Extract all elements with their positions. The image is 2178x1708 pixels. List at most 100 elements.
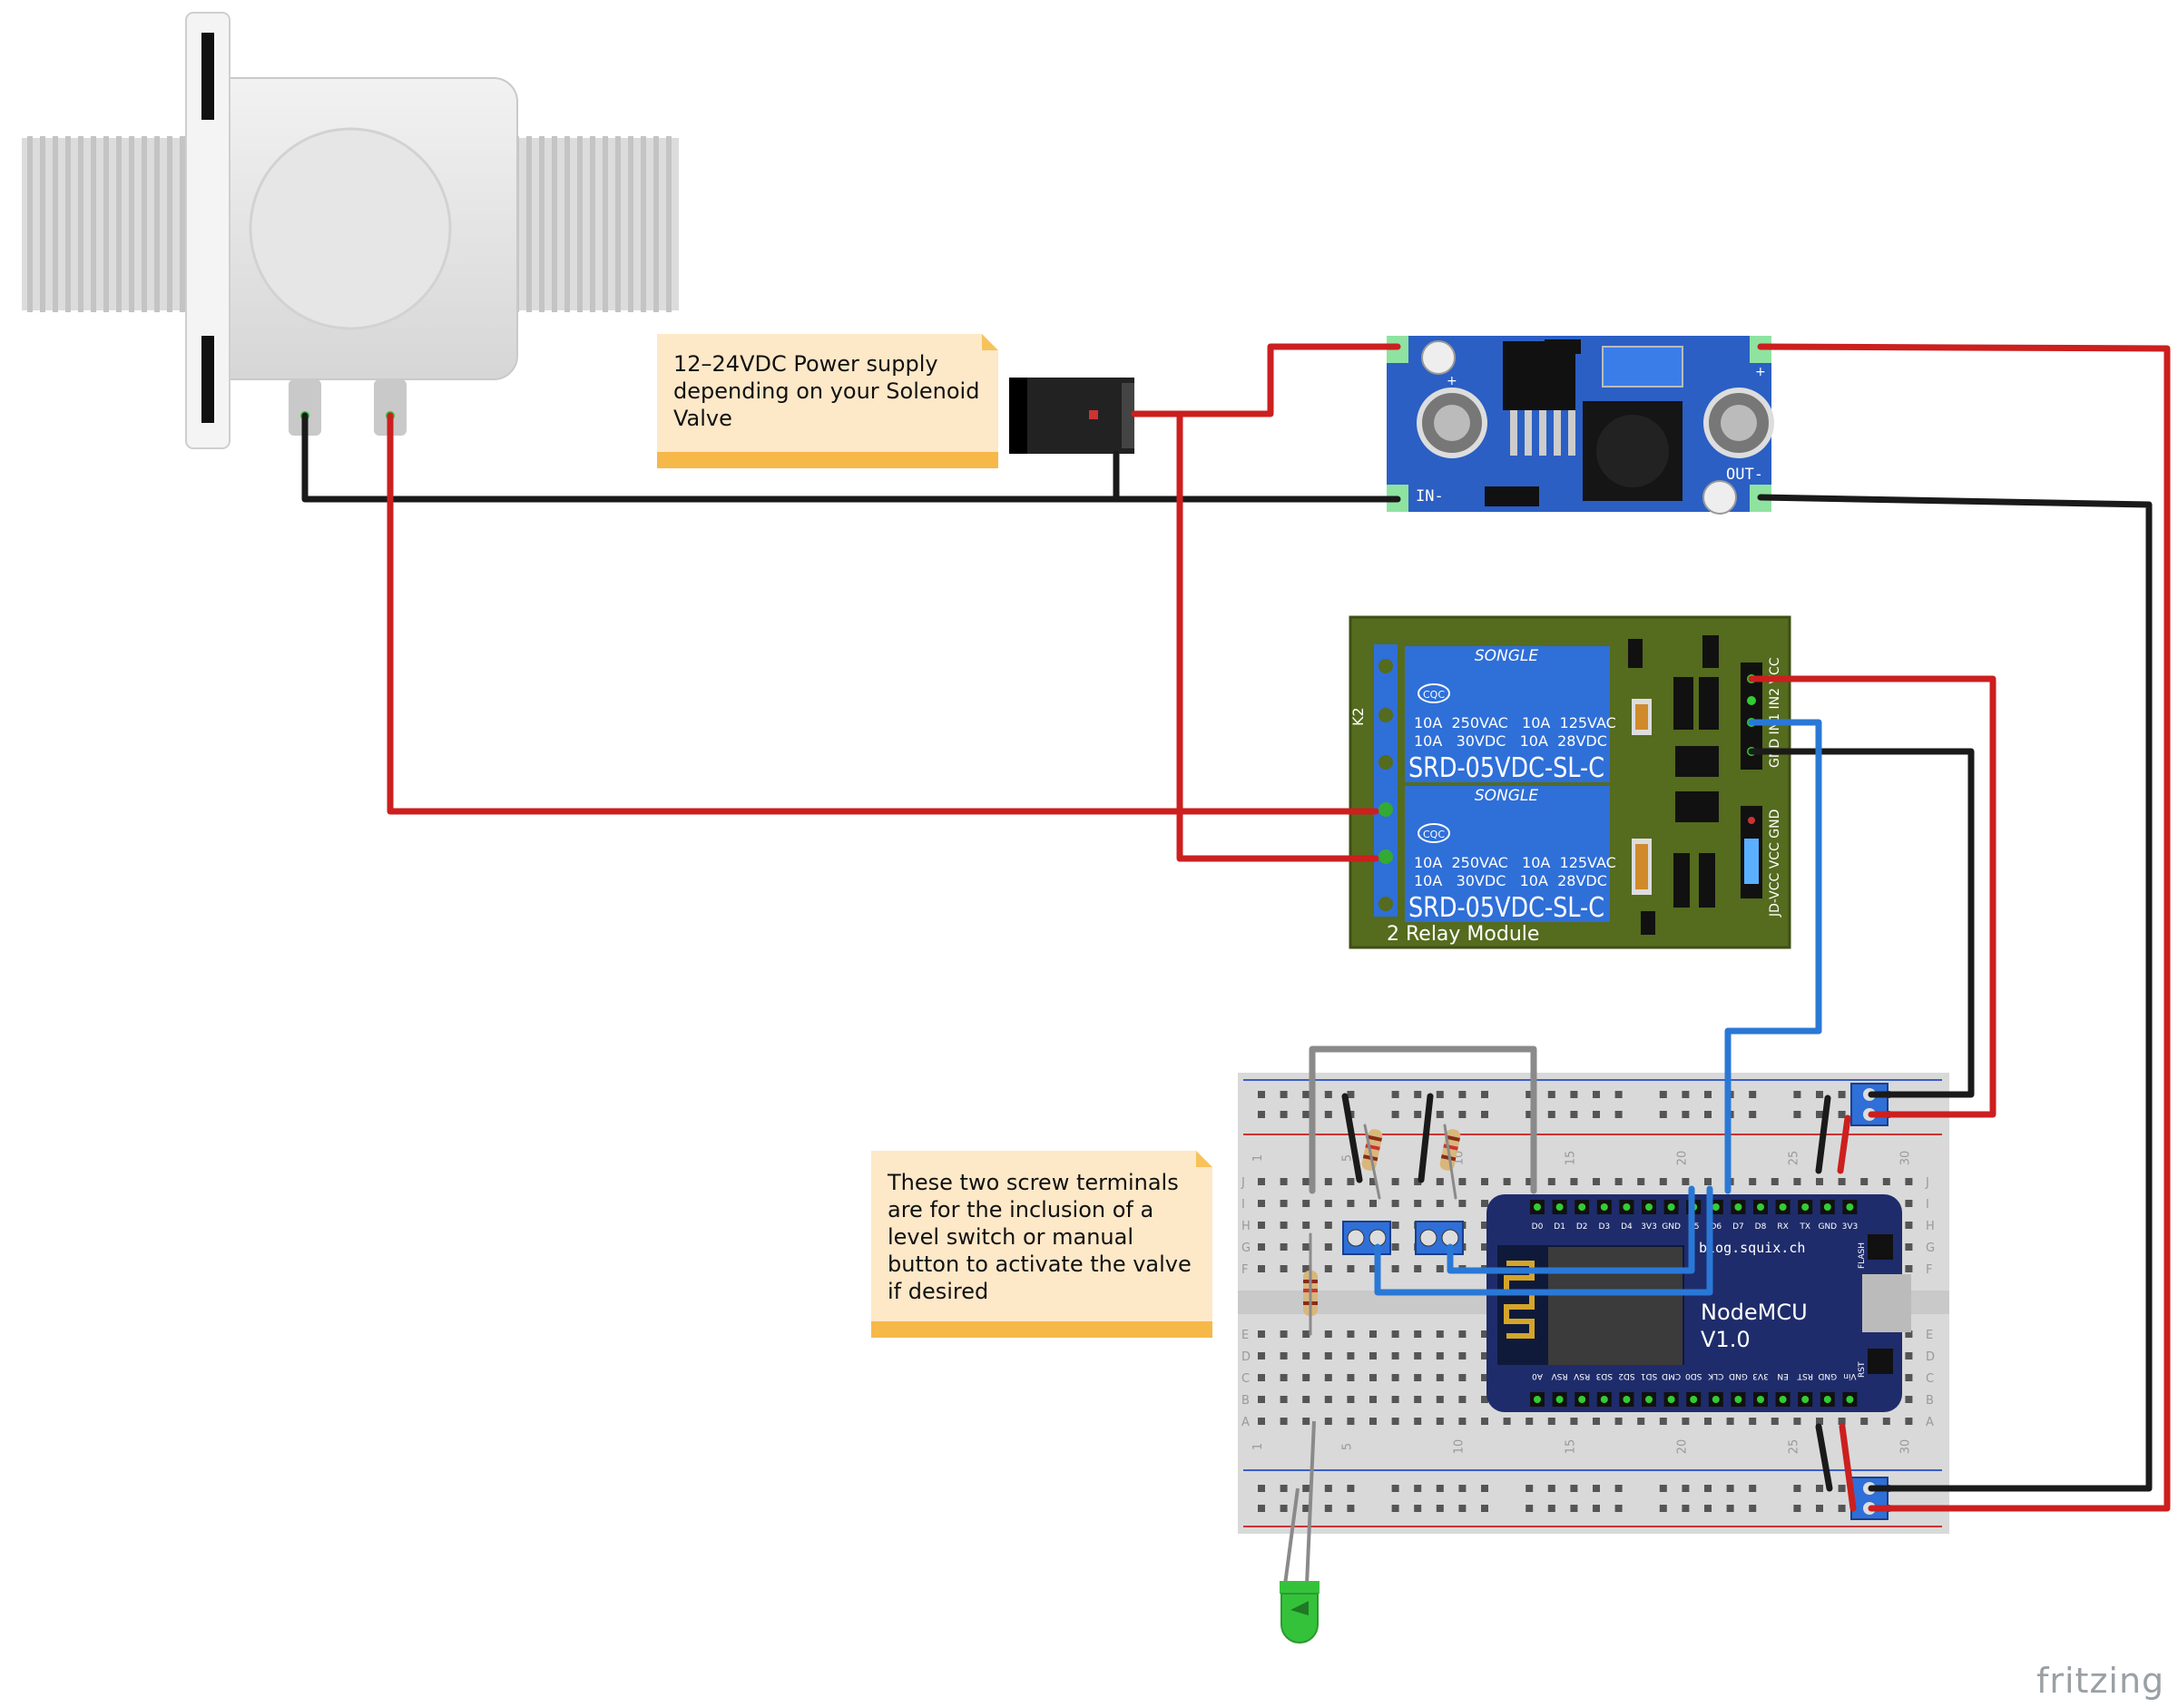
nodemcu-pin-label: D0 xyxy=(1532,1222,1544,1232)
breadboard-hole xyxy=(1302,1352,1310,1360)
breadboard-rail-hole xyxy=(1280,1111,1288,1118)
breadboard-rail-hole xyxy=(1414,1091,1422,1098)
breadboard-rail-hole xyxy=(1302,1091,1310,1098)
breadboard-hole xyxy=(1593,1418,1600,1425)
breadboard-hole xyxy=(1391,1243,1399,1251)
breadboard-hole xyxy=(1816,1178,1823,1185)
breadboard-col-number: 1 xyxy=(1251,1154,1265,1162)
breadboard-hole xyxy=(1391,1396,1399,1403)
breadboard-rail-hole xyxy=(1682,1091,1690,1098)
breadboard-row-letter: C xyxy=(1926,1372,1934,1386)
nodemcu-pin-label: SD0 xyxy=(1685,1371,1702,1380)
breadboard-rail-hole xyxy=(1391,1091,1399,1098)
breadboard-hole xyxy=(1369,1265,1377,1272)
breadboard-rail-hole xyxy=(1414,1111,1422,1118)
relay-jd-labels: JD-VCC VCC GND xyxy=(1768,810,1782,918)
breadboard-rail-hole xyxy=(1258,1091,1265,1098)
breadboard-row-letter: H xyxy=(1926,1220,1935,1233)
breadboard-rail-hole xyxy=(1749,1485,1757,1492)
breadboard-hole xyxy=(1302,1200,1310,1207)
breadboard-hole xyxy=(1481,1222,1488,1229)
breadboard-hole xyxy=(1324,1418,1332,1425)
breadboard-hole xyxy=(1258,1330,1265,1338)
breadboard-hole xyxy=(1682,1178,1690,1185)
breadboard-rail-hole xyxy=(1816,1091,1823,1098)
breadboard-hole xyxy=(1882,1178,1890,1185)
breadboard-rail-hole xyxy=(1838,1505,1846,1512)
breadboard-rail-hole xyxy=(1280,1485,1288,1492)
breadboard-row-letter: I xyxy=(1241,1198,1245,1212)
breadboard-rail-hole xyxy=(1570,1505,1578,1512)
breadboard-hole xyxy=(1481,1330,1488,1338)
breadboard-rail-hole xyxy=(1749,1505,1757,1512)
breadboard-hole xyxy=(1347,1178,1355,1185)
breadboard-hole xyxy=(1280,1352,1288,1360)
breadboard-rail-hole xyxy=(1570,1111,1578,1118)
breadboard-hole xyxy=(1436,1178,1444,1185)
breadboard-hole xyxy=(1481,1418,1488,1425)
breadboard-hole xyxy=(1258,1222,1265,1229)
breadboard-hole xyxy=(1838,1418,1846,1425)
nodemcu-pin-label: CLK xyxy=(1707,1371,1723,1380)
breadboard-rail-hole xyxy=(1614,1091,1623,1098)
relay-title: 2 Relay Module xyxy=(1387,923,1539,946)
breadboard-hole xyxy=(1704,1418,1712,1425)
breadboard-rail-hole xyxy=(1593,1505,1600,1512)
breadboard-hole xyxy=(1547,1178,1555,1185)
breadboard-row-letter: G xyxy=(1926,1242,1935,1255)
green-led xyxy=(1280,1420,1320,1644)
breadboard-hole xyxy=(1905,1330,1913,1338)
nodemcu-pin-label: 3V3 xyxy=(1641,1222,1657,1232)
breadboard-col-number: 30 xyxy=(1898,1439,1912,1455)
breadboard-hole xyxy=(1481,1178,1488,1185)
nodemcu-url: blog.squix.ch xyxy=(1699,1240,1805,1256)
breadboard-rail-hole xyxy=(1547,1111,1555,1118)
breadboard-rail-hole xyxy=(1749,1091,1757,1098)
breadboard-hole xyxy=(1905,1178,1913,1185)
breadboard-hole xyxy=(1614,1418,1623,1425)
breadboard-rail-hole xyxy=(1324,1111,1332,1118)
breadboard-hole xyxy=(1391,1265,1399,1272)
breadboard-hole xyxy=(1547,1418,1555,1425)
breadboard-rail-hole xyxy=(1659,1505,1667,1512)
breadboard-hole xyxy=(1302,1265,1310,1272)
nodemcu-rst-label: RST xyxy=(1858,1361,1867,1378)
breadboard-hole xyxy=(1369,1178,1377,1185)
breadboard-hole xyxy=(1726,1418,1734,1425)
buck-converter: IN- OUT- + + xyxy=(1387,336,1774,515)
dc-barrel-jack xyxy=(1009,378,1134,454)
breadboard-rail-hole xyxy=(1682,1111,1690,1118)
nodemcu-pin-label: D7 xyxy=(1732,1222,1744,1232)
breadboard-hole xyxy=(1414,1178,1422,1185)
breadboard-hole xyxy=(1905,1243,1913,1251)
nodemcu-pin-label: GND xyxy=(1818,1222,1837,1232)
nodemcu-pin-label: GND xyxy=(1818,1371,1837,1380)
breadboard-hole xyxy=(1280,1178,1288,1185)
breadboard-hole xyxy=(1905,1200,1913,1207)
breadboard-hole xyxy=(1458,1352,1467,1360)
breadboard-rail-hole xyxy=(1838,1091,1846,1098)
power-supply-note-text: 12–24VDC Power supply depending on your … xyxy=(673,351,980,431)
breadboard-hole xyxy=(1258,1200,1265,1207)
breadboard-rail-hole xyxy=(1414,1485,1422,1492)
relay-module: K2 SONGLE CQC 10A 250VAC 10A 125VAC 10A … xyxy=(1349,615,1791,949)
breadboard-rail-hole xyxy=(1593,1091,1600,1098)
breadboard-rail-hole xyxy=(1547,1505,1555,1512)
breadboard-hole xyxy=(1369,1418,1377,1425)
nodemcu-pin-label: SD2 xyxy=(1618,1371,1634,1380)
nodemcu-pin-label: TX xyxy=(1799,1222,1810,1232)
screw-terminal-left xyxy=(1342,1221,1391,1255)
screw-terminal-power-top xyxy=(1850,1083,1889,1126)
breadboard-hole xyxy=(1436,1352,1444,1360)
breadboard-row-letter: B xyxy=(1241,1394,1250,1408)
breadboard-hole xyxy=(1570,1178,1578,1185)
breadboard-hole xyxy=(1258,1396,1265,1403)
breadboard-rail-hole xyxy=(1704,1485,1712,1492)
breadboard-rail-hole xyxy=(1816,1111,1823,1118)
nodemcu-pin-label: RST xyxy=(1797,1371,1813,1380)
breadboard-hole xyxy=(1324,1178,1332,1185)
breadboard-rail-hole xyxy=(1280,1091,1288,1098)
breadboard-rail-hole xyxy=(1481,1485,1488,1492)
breadboard-hole xyxy=(1302,1330,1310,1338)
breadboard-hole xyxy=(1458,1178,1467,1185)
